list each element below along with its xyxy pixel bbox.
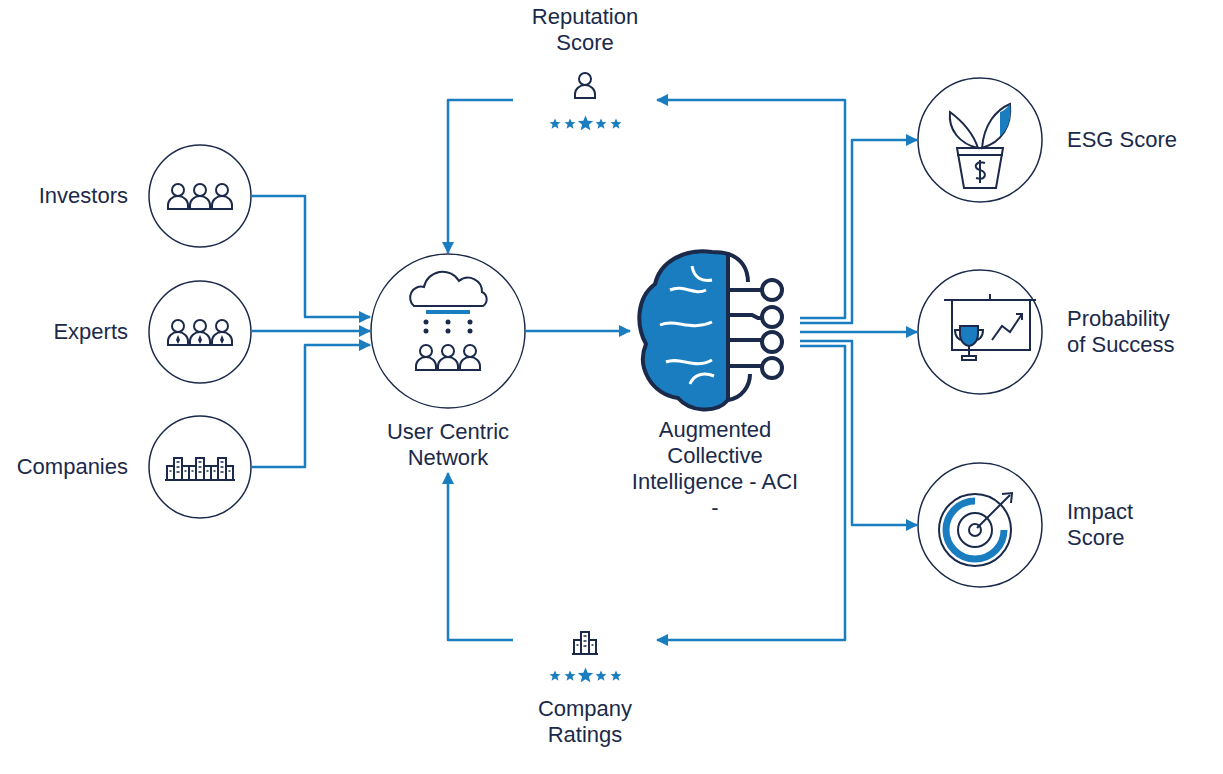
- diagram-node: Augmented Collective Intelligence - ACI …: [630, 245, 800, 521]
- flow-arrow: [800, 331, 917, 334]
- reputation-icon: [550, 73, 622, 130]
- diagram-node: Reputation Score: [515, 4, 655, 152]
- diagram-node: Company Ratings: [515, 618, 655, 748]
- esg-icon: [918, 78, 1042, 202]
- company-rating-icon: [550, 632, 622, 682]
- diagram-node: Investors: [39, 144, 252, 248]
- node-label: User Centric Network: [370, 419, 526, 471]
- icon-space: [148, 144, 252, 248]
- flow-arrow: [526, 330, 630, 333]
- experts-icon: [149, 281, 251, 383]
- node-label: Experts: [53, 319, 128, 345]
- diagram-node: User Centric Network: [370, 253, 526, 471]
- diagram-node: Companies: [17, 415, 252, 519]
- node-label: Company Ratings: [520, 696, 650, 748]
- impact-icon: [918, 463, 1042, 587]
- network-icon: [371, 254, 525, 408]
- node-label: ESG Score: [1067, 127, 1177, 153]
- diagram-node: Experts: [53, 280, 252, 384]
- flow-arrow: [657, 100, 845, 318]
- icon-space: [917, 77, 1043, 203]
- flow-arrow: [448, 473, 513, 640]
- flow-arrow: [800, 140, 917, 323]
- icon-space: [917, 269, 1043, 395]
- node-label: Impact Score: [1067, 499, 1179, 551]
- icon-space: [917, 462, 1043, 588]
- flow-arrow: [448, 100, 513, 253]
- icon-space: [370, 253, 526, 419]
- flow-arrow: [252, 345, 370, 467]
- node-label: Companies: [17, 454, 128, 480]
- node-label: Reputation Score: [520, 4, 650, 56]
- diagram-node: Impact Score: [917, 462, 1179, 588]
- icon-space: [148, 415, 252, 519]
- diagram-node: Probability of Success: [917, 269, 1187, 395]
- companies-icon: [149, 416, 251, 518]
- icon-space: [148, 280, 252, 384]
- icon-space: [630, 245, 800, 417]
- diagram-node: ESG Score: [917, 77, 1177, 203]
- node-label: Probability of Success: [1067, 306, 1187, 358]
- flow-arrow: [252, 330, 370, 333]
- icon-space: [515, 56, 655, 152]
- investors-icon: [149, 145, 251, 247]
- flow-arrow: [252, 196, 370, 317]
- icon-space: [515, 618, 655, 696]
- brain-icon: [639, 251, 782, 409]
- node-label: Augmented Collective Intelligence - ACI …: [630, 417, 800, 521]
- node-label: Investors: [39, 183, 128, 209]
- success-icon: [918, 270, 1042, 394]
- flow-arrow: [800, 341, 917, 525]
